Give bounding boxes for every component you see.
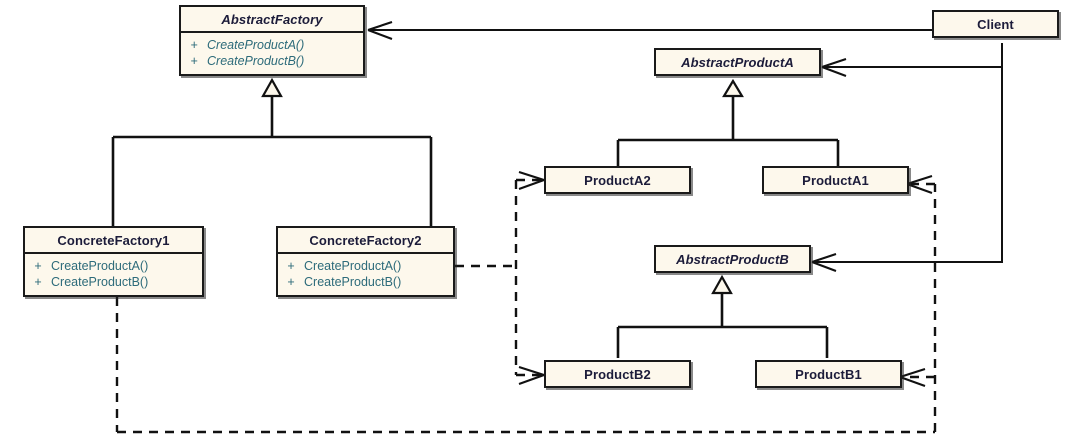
member-visibility: +: [34, 259, 42, 273]
class-product-a1[interactable]: ProductA1: [762, 166, 909, 194]
class-members-concrete-factory2: + CreateProductA() + CreateProductB(): [278, 254, 453, 295]
generalization-producta-to-abstractproducta: [616, 78, 840, 170]
association-client-to-abstractproducta: [821, 43, 1003, 77]
hollow-triangle-arrowhead: [261, 77, 283, 98]
member-row: + CreateProductB(): [25, 274, 202, 290]
class-concrete-factory1[interactable]: ConcreteFactory1 + CreateProductA() + Cr…: [23, 226, 204, 297]
member-visibility: +: [287, 259, 295, 273]
class-product-a2[interactable]: ProductA2: [544, 166, 691, 194]
open-arrowhead: [811, 253, 837, 272]
class-abstract-product-b[interactable]: AbstractProductB: [654, 245, 811, 273]
member-row: + CreateProductA(): [181, 37, 363, 53]
class-abstract-product-a[interactable]: AbstractProductA: [654, 48, 821, 76]
hollow-triangle-arrowhead: [711, 274, 733, 295]
class-name-product-b2: ProductB2: [584, 367, 651, 382]
open-arrowhead: [899, 367, 926, 387]
class-name-concrete-factory2: ConcreteFactory2: [309, 233, 422, 248]
class-name-client: Client: [977, 17, 1014, 32]
open-arrowhead: [518, 170, 545, 190]
class-name-abstract-factory: AbstractFactory: [221, 12, 323, 27]
class-divider: [278, 252, 453, 254]
class-divider: [181, 31, 363, 33]
open-arrowhead: [518, 365, 545, 385]
open-arrowhead: [821, 58, 847, 77]
class-name-concrete-factory1: ConcreteFactory1: [57, 233, 170, 248]
open-arrowhead: [906, 174, 933, 194]
generalization-concretefactories-to-abstractfactory: [111, 77, 433, 226]
member-signature: CreateProductA(): [51, 259, 149, 273]
member-row: + CreateProductA(): [25, 258, 202, 274]
generalization-productb-to-abstractproductb: [616, 274, 829, 358]
member-signature: CreateProductA(): [207, 38, 305, 52]
association-client-to-abstractfactory: [367, 21, 932, 40]
class-abstract-factory[interactable]: AbstractFactory + CreateProductA() + Cre…: [179, 5, 365, 76]
member-row: + CreateProductB(): [278, 274, 453, 290]
member-signature: CreateProductB(): [304, 275, 402, 289]
member-visibility: +: [190, 54, 198, 68]
association-client-to-abstractproductb: [811, 43, 1003, 272]
class-divider: [25, 252, 202, 254]
member-signature: CreateProductB(): [207, 54, 305, 68]
class-name-product-a1: ProductA1: [802, 173, 869, 188]
class-members-concrete-factory1: + CreateProductA() + CreateProductB(): [25, 254, 202, 295]
hollow-triangle-arrowhead: [722, 78, 744, 98]
member-row: + CreateProductA(): [278, 258, 453, 274]
member-row: + CreateProductB(): [181, 53, 363, 69]
class-product-b1[interactable]: ProductB1: [755, 360, 902, 388]
open-arrowhead: [367, 21, 393, 40]
class-name-abstract-product-b: AbstractProductB: [676, 252, 789, 267]
dependency-concretefactory1-to-product1: [115, 174, 937, 434]
class-name-abstract-product-a: AbstractProductA: [681, 55, 794, 70]
class-client[interactable]: Client: [932, 10, 1059, 38]
class-concrete-factory2[interactable]: ConcreteFactory2 + CreateProductA() + Cr…: [276, 226, 455, 297]
dependency-concretefactory2-to-product2: [455, 170, 545, 385]
member-visibility: +: [287, 275, 295, 289]
member-signature: CreateProductA(): [304, 259, 402, 273]
class-name-product-a2: ProductA2: [584, 173, 651, 188]
member-visibility: +: [190, 38, 198, 52]
class-members-abstract-factory: + CreateProductA() + CreateProductB(): [181, 33, 363, 74]
member-signature: CreateProductB(): [51, 275, 149, 289]
member-visibility: +: [34, 275, 42, 289]
class-name-product-b1: ProductB1: [795, 367, 862, 382]
class-product-b2[interactable]: ProductB2: [544, 360, 691, 388]
